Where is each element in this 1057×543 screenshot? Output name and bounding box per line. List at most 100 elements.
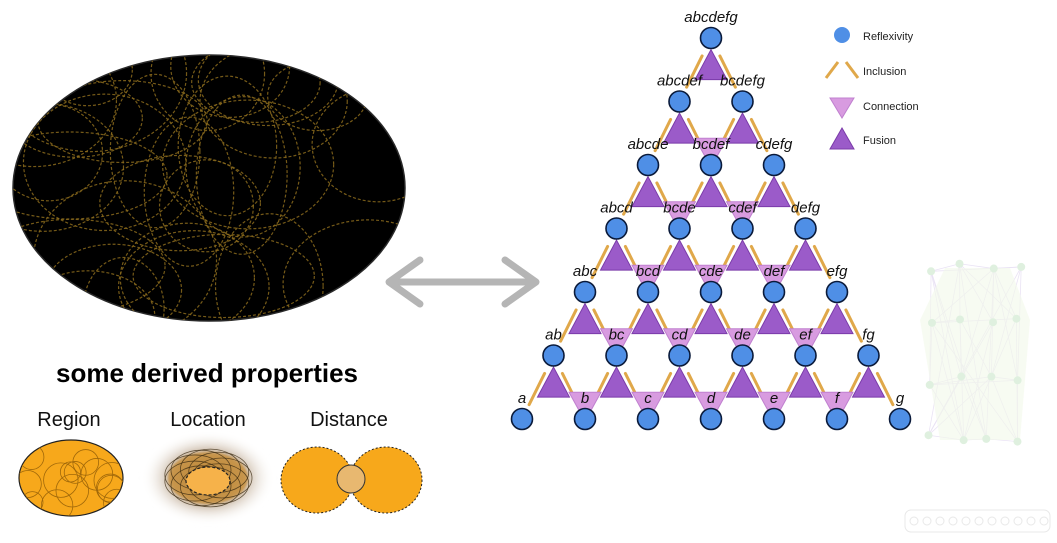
lattice-label-bcde: bcde	[663, 200, 696, 217]
connection-triangle	[662, 201, 697, 232]
graph-edge	[959, 263, 987, 439]
fusion-triangle	[851, 366, 886, 398]
lattice-label-cde: cde	[699, 263, 723, 280]
graph-edge	[963, 318, 1017, 441]
lattice-node-bcdef	[699, 153, 723, 177]
lattice-label-abcde: abcde	[628, 136, 669, 153]
connection-triangle	[820, 391, 854, 423]
lattice-label-bc: bc	[609, 327, 625, 344]
lattice-node-ab	[542, 344, 565, 367]
lattice-label-bcdefg: bcdefg	[720, 73, 766, 90]
dashed-circle	[99, 154, 262, 252]
graph-edge	[991, 266, 1022, 377]
connection-triangle	[725, 201, 760, 232]
lattice-node-abcde	[636, 153, 660, 177]
graph-edge	[928, 434, 964, 441]
fusion-triangle	[662, 112, 697, 144]
graph-node	[1013, 437, 1022, 446]
graph-node	[1017, 262, 1026, 271]
lattice-node-def	[762, 280, 786, 304]
lattice-node-e	[762, 407, 786, 431]
lattice-label-defg: defg	[791, 200, 821, 217]
graph-edge	[929, 376, 992, 386]
dashed-circle	[13, 78, 143, 158]
graph-node	[989, 264, 998, 273]
graph-strip-node	[948, 516, 958, 526]
inclusion-link	[685, 54, 704, 89]
dashed-circle	[13, 218, 166, 314]
fusion-triangle	[694, 302, 728, 335]
graph-edge	[929, 376, 962, 386]
fusion-triangle	[725, 366, 760, 398]
lattice-node-cde	[699, 280, 723, 304]
faded-network-graph	[904, 259, 1051, 533]
graph-hull	[920, 268, 1030, 440]
inclusion-link	[559, 308, 578, 343]
graph-edge	[928, 266, 1022, 436]
legend-inclusion-label: Inclusion	[863, 66, 906, 78]
lattice-label-abc: abc	[573, 263, 598, 280]
lattice-node-bcd	[636, 280, 660, 304]
graph-edge	[960, 268, 995, 377]
connection-triangle	[599, 328, 634, 359]
graph-edge	[1016, 318, 1018, 442]
graph-edge	[928, 322, 994, 436]
fusion-triangle	[694, 48, 728, 81]
dashed-circle	[117, 230, 270, 321]
dashed-circle	[82, 256, 165, 321]
connection-triangle	[757, 391, 791, 423]
legend-inclusion-icon	[824, 61, 860, 79]
dashed-circle	[109, 73, 201, 229]
fusion-triangle	[788, 366, 823, 398]
fusion-triangle	[820, 302, 854, 335]
graph-node	[927, 267, 936, 276]
graph-edge	[931, 268, 995, 324]
graph-edge	[930, 263, 960, 272]
lattice-label-cdefg: cdefg	[756, 136, 793, 153]
graph-edge	[993, 268, 1017, 319]
region-circle	[19, 470, 42, 498]
dashed-circle	[22, 93, 187, 232]
lattice-node-d	[699, 407, 723, 431]
lattice-node-a	[510, 407, 534, 431]
location-illustration	[142, 432, 274, 524]
graph-node	[956, 315, 965, 324]
derived-properties-heading: some derived properties	[56, 358, 358, 388]
graph-strip-node	[974, 516, 984, 526]
connection-triangle	[631, 264, 665, 296]
triangle-marks	[536, 48, 886, 423]
lattice-label-a: a	[518, 390, 526, 407]
dashed-circle	[199, 55, 348, 159]
graph-node	[924, 431, 933, 440]
dashed-circle	[161, 99, 335, 230]
graph-edge	[930, 271, 965, 441]
legend-fusion-label: Fusion	[863, 135, 896, 147]
lattice-label-bcd: bcd	[636, 263, 661, 280]
graph-edge	[928, 376, 962, 436]
lattice-label-cdef: cdef	[728, 200, 758, 217]
connection-triangle	[694, 391, 728, 423]
graph-strip-node	[987, 516, 997, 526]
graph-edge	[929, 322, 933, 385]
connection-triangle	[757, 264, 791, 296]
graph-edge	[960, 376, 987, 440]
graph-edge	[931, 319, 961, 324]
lattice-node-bc	[605, 344, 628, 367]
lattice-label-b: b	[581, 390, 589, 407]
region-caption: Region	[37, 409, 100, 431]
lattice-label-def: def	[764, 263, 787, 280]
graph-edge	[963, 322, 994, 441]
graph-edge	[929, 271, 932, 385]
legend-reflexivity-icon	[834, 27, 850, 43]
dashed-circle	[13, 131, 168, 220]
graph-edge	[928, 263, 960, 436]
legend-connection-icon	[829, 97, 855, 119]
graph-strip	[904, 509, 1051, 533]
graph-strip-node	[1039, 516, 1049, 526]
region-circle	[96, 473, 123, 503]
inclusion-link	[718, 54, 737, 89]
dashed-circle	[191, 55, 321, 123]
graph-edge	[959, 319, 962, 377]
